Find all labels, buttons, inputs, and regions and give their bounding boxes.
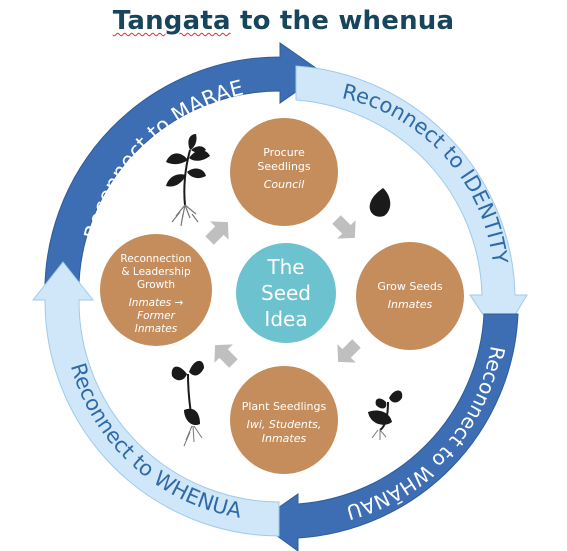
young-plant-icon bbox=[171, 360, 204, 447]
seed-icon bbox=[369, 188, 391, 217]
title-word-tangata: Tangata bbox=[112, 6, 231, 36]
arrow-reconnection-to-procure bbox=[205, 221, 229, 245]
center-label-line3: Idea bbox=[264, 307, 307, 331]
reconnection-label-line1: Reconnection bbox=[120, 253, 191, 265]
reconnection-label-line2: & Leadership bbox=[121, 266, 191, 278]
ring-segment-identity bbox=[295, 65, 528, 341]
ring-label-whanau: Reconnect to WHĀNAU bbox=[344, 344, 510, 524]
plant-sub-label-2: Inmates bbox=[262, 432, 307, 445]
reconnection-sub-label-1: Inmates → bbox=[129, 297, 184, 309]
arrow-procure-to-grow bbox=[332, 215, 356, 239]
step-circle-plant bbox=[230, 366, 338, 474]
procure-label-line2: Seedlings bbox=[257, 160, 311, 173]
grow-sub-label: Inmates bbox=[388, 298, 433, 311]
sprouting-seed-icon bbox=[368, 390, 403, 440]
seedling-with-roots-icon bbox=[166, 134, 210, 227]
center-label-line2: Seed bbox=[261, 281, 311, 305]
center-label-line1: The bbox=[266, 255, 304, 279]
ring-label-identity: Reconnect to IDENTITY bbox=[340, 79, 512, 265]
diagram-title: Tangata to the whenua bbox=[0, 6, 567, 36]
step-circle-grow bbox=[356, 242, 464, 350]
title-rest: to the whenua bbox=[230, 6, 455, 36]
ring-segment-whanau bbox=[257, 313, 519, 551]
reconnection-sub-label-3: Inmates bbox=[135, 323, 178, 335]
reconnection-sub-label-2: Former bbox=[137, 310, 175, 322]
plant-label-line1: Plant Seedlings bbox=[242, 400, 327, 413]
arrow-plant-to-reconnection bbox=[214, 344, 238, 368]
procure-sub-label: Council bbox=[264, 178, 305, 191]
procure-label-line1: Procure bbox=[263, 146, 305, 159]
grow-label-line1: Grow Seeds bbox=[377, 280, 443, 293]
ring-segment-whenua bbox=[31, 261, 280, 537]
arrow-grow-to-plant bbox=[337, 339, 361, 363]
plant-sub-label-1: Iwi, Students, bbox=[247, 418, 322, 431]
reconnection-label-line3: Growth bbox=[137, 279, 175, 291]
step-circle-procure bbox=[230, 118, 338, 226]
center-circle-seed-idea bbox=[236, 243, 336, 343]
step-circle-reconnection bbox=[100, 234, 212, 346]
